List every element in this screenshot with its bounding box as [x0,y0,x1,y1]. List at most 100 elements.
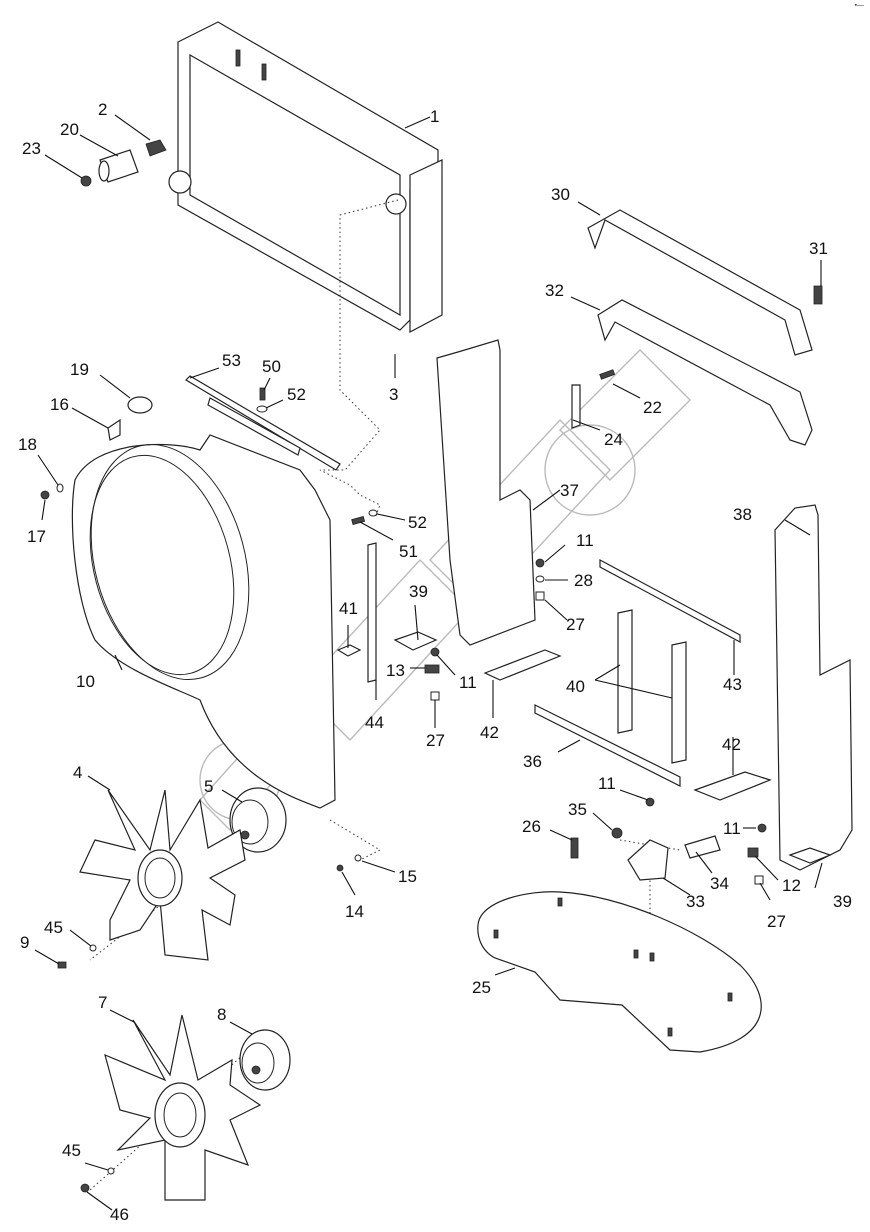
callout-2[interactable]: 2 [98,100,107,119]
callout-30[interactable]: 30 [551,185,570,204]
washer-52-upper[interactable] [256,405,268,413]
bolt-31[interactable] [813,285,823,305]
callout-20[interactable]: 20 [60,120,79,139]
callout-41[interactable]: 41 [339,599,358,618]
bolt-51[interactable] [351,516,366,525]
nut-11-a[interactable] [535,558,545,568]
callout-27-c[interactable]: 27 [767,912,786,931]
insulator[interactable] [597,299,813,446]
pad-42-a[interactable] [483,649,562,681]
callout-14[interactable]: 14 [345,902,364,921]
right-support[interactable] [774,504,853,871]
grommet-27-b[interactable] [430,691,440,701]
callout-18[interactable]: 18 [18,435,37,454]
washer-45-a[interactable] [89,944,97,952]
fan-shroud[interactable] [66,427,336,809]
callout-28[interactable]: 28 [574,571,593,590]
callout-50[interactable]: 50 [262,357,281,376]
callout-16[interactable]: 16 [50,395,69,414]
callout-35[interactable]: 35 [568,800,587,819]
fan-4[interactable] [79,789,246,961]
nut-14[interactable] [336,864,344,872]
nut-11-b[interactable] [430,647,440,657]
hose[interactable] [98,149,139,183]
strips-40[interactable] [617,609,687,764]
isolator[interactable] [684,835,721,859]
callout-13[interactable]: 13 [386,661,405,680]
base-plate[interactable] [477,891,762,1053]
callout-45-a[interactable]: 45 [44,918,63,937]
clip-12[interactable] [747,847,759,858]
callout-31[interactable]: 31 [809,239,828,258]
callout-5[interactable]: 5 [204,777,213,796]
bolt-22[interactable] [599,369,616,380]
callout-12[interactable]: 12 [782,876,801,895]
angle-bracket[interactable] [627,839,669,881]
callout-22[interactable]: 22 [643,398,662,417]
callout-24[interactable]: 24 [604,430,623,449]
callout-8[interactable]: 8 [217,1005,226,1024]
callout-45-b[interactable]: 45 [62,1141,81,1160]
hose-clamp[interactable] [127,396,153,414]
rod[interactable] [367,542,377,683]
pad-39-a[interactable] [393,631,438,651]
callout-38[interactable]: 38 [733,505,752,524]
bracket-24[interactable] [571,384,581,429]
callout-37[interactable]: 37 [560,481,579,500]
left-support[interactable] [436,339,536,646]
bolt-50[interactable] [259,387,266,401]
nut-46[interactable] [80,1183,90,1193]
callout-11-d[interactable]: 11 [723,819,741,838]
callout-43[interactable]: 43 [723,675,742,694]
top-bracket[interactable] [587,209,813,356]
washer-52-lower[interactable] [368,509,378,517]
callout-40[interactable]: 40 [566,677,585,696]
grommet-27-c[interactable] [754,875,764,885]
callout-39-b[interactable]: 39 [833,892,852,911]
callout-42-a[interactable]: 42 [480,723,499,742]
washer-18[interactable] [56,483,64,493]
washer-28[interactable] [535,575,545,583]
callout-34[interactable]: 34 [710,874,729,893]
callout-3[interactable]: 3 [389,385,398,404]
pad-42-b[interactable] [693,771,772,801]
bolt-26[interactable] [570,837,579,859]
callout-27-b[interactable]: 27 [426,731,445,750]
callout-19[interactable]: 19 [70,360,89,379]
pad-41[interactable] [336,644,362,657]
elbow-fitting[interactable] [145,139,167,157]
callout-36[interactable]: 36 [523,752,542,771]
callout-32[interactable]: 32 [545,281,564,300]
callout-11-c[interactable]: 11 [598,774,616,793]
bolt-9[interactable] [57,961,67,969]
fan-clutch-5[interactable] [229,787,287,853]
washer-45-b[interactable] [107,1167,115,1175]
fan-clutch-8[interactable] [239,1029,291,1091]
callout-39-a[interactable]: 39 [409,582,428,601]
callout-11-b[interactable]: 11 [459,673,477,692]
callout-4[interactable]: 4 [73,763,82,782]
strip-36[interactable] [534,704,681,787]
callout-15[interactable]: 15 [398,867,417,886]
callout-10[interactable]: 10 [76,672,95,691]
callout-7[interactable]: 7 [98,993,107,1012]
radiator[interactable] [168,21,443,333]
shroud-bracket[interactable] [185,375,341,471]
callout-11-a[interactable]: 11 [576,531,594,550]
callout-25[interactable]: 25 [472,978,491,997]
bracket-16[interactable] [107,418,121,441]
grommet-27-a[interactable] [535,591,545,601]
callout-53[interactable]: 53 [222,351,241,370]
nut-11-d[interactable] [757,823,767,833]
callout-46[interactable]: 46 [110,1205,129,1224]
callout-9[interactable]: 9 [20,933,29,952]
nut-35[interactable] [611,827,623,839]
callout-52-lower[interactable]: 52 [408,513,427,532]
callout-52-upper[interactable]: 52 [287,385,306,404]
callout-44[interactable]: 44 [365,713,384,732]
callout-1[interactable]: 1 [430,107,439,126]
washer-15[interactable] [354,854,362,862]
callout-33[interactable]: 33 [686,892,705,911]
callout-23[interactable]: 23 [22,139,41,158]
callout-42-b[interactable]: 42 [722,735,741,754]
